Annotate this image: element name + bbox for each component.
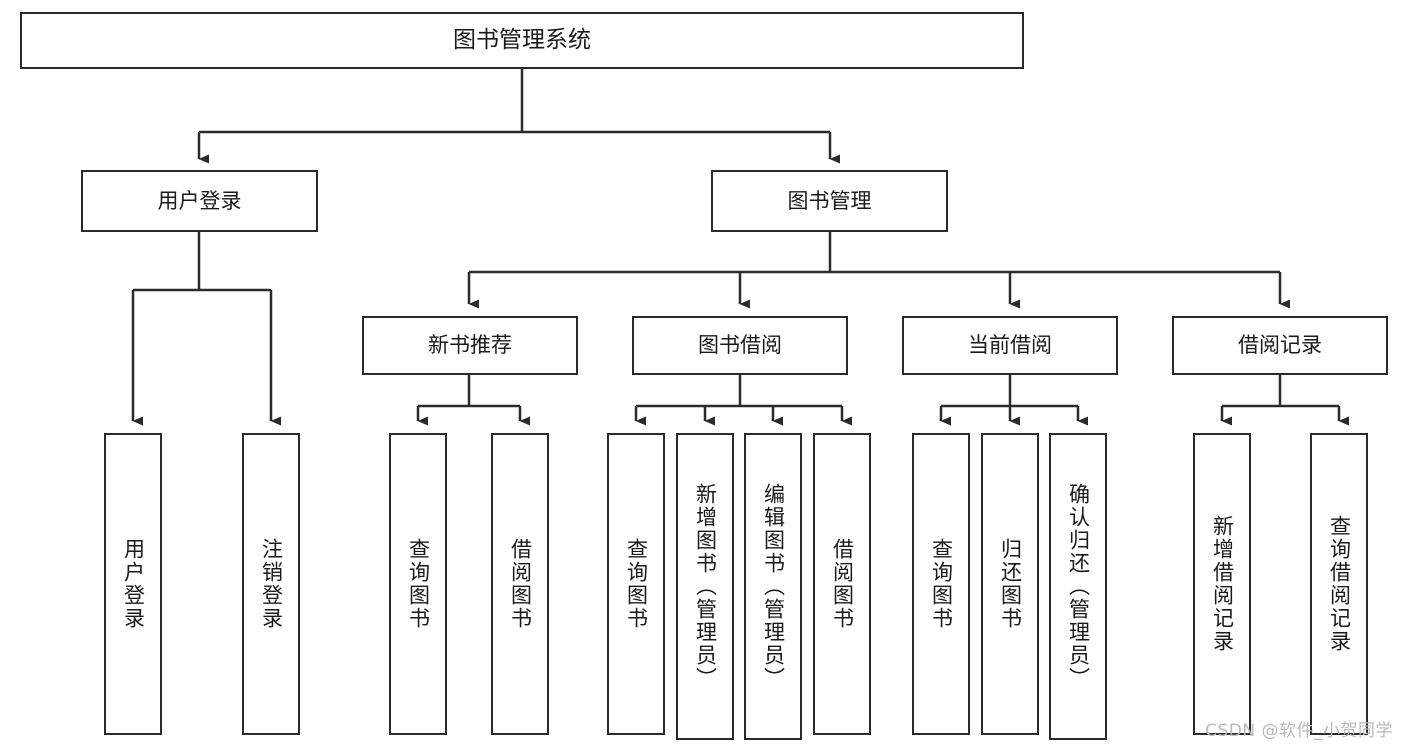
node-user-login[interactable]: 用户登录 <box>81 170 318 232</box>
node-leaf-query-book-current[interactable]: 查询图书 <box>912 433 970 735</box>
node-current-borrow[interactable]: 当前借阅 <box>902 316 1118 375</box>
node-leaf-query-book-borrow[interactable]: 查询图书 <box>607 433 665 735</box>
node-label: 图书管理 <box>787 188 872 213</box>
node-label: 新书推荐 <box>428 333 512 358</box>
csdn-watermark: CSDN @软件_小贺同学 <box>1205 721 1393 741</box>
node-label: 确认归还（管理员） <box>1066 483 1091 690</box>
node-label: 用户登录 <box>157 188 242 213</box>
node-label: 查询图书 <box>929 538 954 630</box>
node-label: 当前借阅 <box>968 333 1052 358</box>
node-leaf-return-book[interactable]: 归还图书 <box>981 433 1039 735</box>
node-leaf-query-borrow-record[interactable]: 查询借阅记录 <box>1310 433 1368 735</box>
node-label: 新增图书（管理员） <box>693 483 718 690</box>
node-leaf-add-borrow-record[interactable]: 新增借阅记录 <box>1193 433 1251 735</box>
node-label: 归还图书 <box>998 538 1023 630</box>
node-label: 用户登录 <box>121 538 146 630</box>
node-leaf-edit-book-admin[interactable]: 编辑图书（管理员） <box>744 433 802 740</box>
node-book-borrow[interactable]: 图书借阅 <box>632 316 848 375</box>
node-label: 编辑图书（管理员） <box>761 483 786 690</box>
node-label: 图书借阅 <box>698 333 782 358</box>
node-new-book-recommend[interactable]: 新书推荐 <box>362 316 578 375</box>
node-label: 借阅记录 <box>1238 333 1322 358</box>
node-root-book-management-system[interactable]: 图书管理系统 <box>20 12 1024 69</box>
node-label: 查询借阅记录 <box>1327 515 1352 653</box>
node-book-management[interactable]: 图书管理 <box>711 170 948 232</box>
node-leaf-add-book-admin[interactable]: 新增图书（管理员） <box>676 433 734 740</box>
node-leaf-borrow-book[interactable]: 借阅图书 <box>813 433 871 735</box>
node-label: 查询图书 <box>406 538 431 630</box>
node-leaf-user-login[interactable]: 用户登录 <box>104 433 162 735</box>
node-label: 借阅图书 <box>508 538 533 630</box>
node-label: 图书管理系统 <box>453 26 591 53</box>
node-label: 借阅图书 <box>830 538 855 630</box>
node-label: 注销登录 <box>259 538 284 630</box>
node-leaf-query-book-recommend[interactable]: 查询图书 <box>389 433 447 735</box>
node-leaf-borrow-book-recommend[interactable]: 借阅图书 <box>491 433 549 735</box>
node-borrow-record[interactable]: 借阅记录 <box>1172 316 1388 375</box>
node-label: 查询图书 <box>624 538 649 630</box>
node-leaf-confirm-return-admin[interactable]: 确认归还（管理员） <box>1049 433 1107 740</box>
node-leaf-user-logout[interactable]: 注销登录 <box>242 433 300 735</box>
node-label: 新增借阅记录 <box>1210 515 1235 653</box>
